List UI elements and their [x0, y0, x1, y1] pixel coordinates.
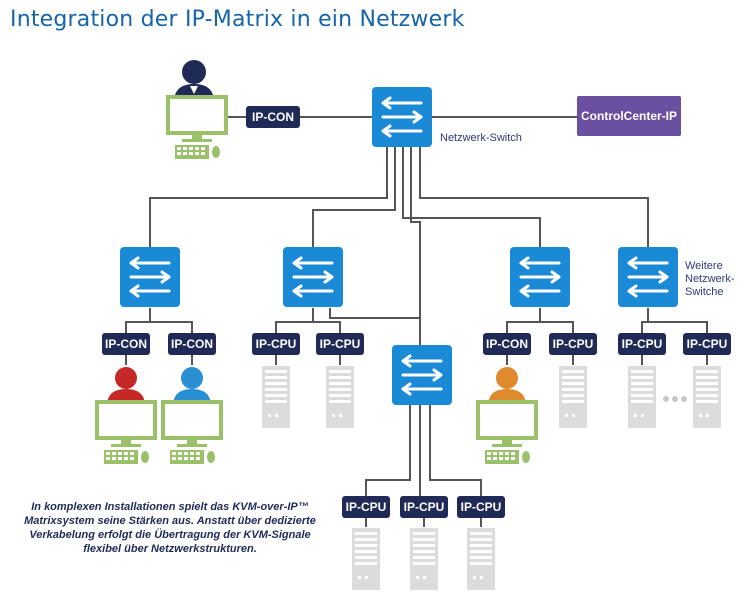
ip-cpu-label: IP-CPU: [683, 333, 731, 355]
server-icon: [410, 528, 438, 590]
more-dots-icon: [663, 396, 687, 402]
switch-5: [618, 247, 678, 307]
server-icon: [262, 366, 290, 428]
workstation-icon-top: [166, 95, 228, 161]
switch-4: [510, 247, 570, 307]
main-switch-label: Netzwerk-Switch: [440, 132, 522, 144]
ip-cpu-label: IP-CPU: [316, 333, 364, 355]
workstation-icon-blue: [161, 400, 223, 466]
ip-con-label-top: IP-CON: [246, 106, 300, 128]
server-icon: [628, 366, 656, 428]
server-icon: [559, 366, 587, 428]
server-icon: [467, 528, 495, 590]
switch-1: [120, 247, 180, 307]
ip-cpu-label: IP-CPU: [400, 496, 448, 518]
switch-2: [283, 247, 343, 307]
ip-cpu-label: IP-CPU: [618, 333, 666, 355]
caption-text: In komplexen Installationen spielt das K…: [24, 501, 316, 555]
switch-3: [392, 345, 452, 405]
further-switches-label: Weitere Netzwerk-Switche: [685, 260, 735, 298]
ip-con-label: IP-CON: [168, 333, 216, 355]
server-icon: [352, 528, 380, 590]
ip-con-label: IP-CON: [483, 333, 531, 355]
ip-cpu-label: IP-CPU: [252, 333, 300, 355]
ip-cpu-label: IP-CPU: [342, 496, 390, 518]
switch-main: [372, 87, 432, 147]
ip-cpu-label: IP-CPU: [549, 333, 597, 355]
control-center-box: ControlCenter-IP: [577, 96, 681, 136]
workstation-icon-red: [95, 400, 157, 466]
workstation-icon-orange: [476, 400, 538, 466]
page-title: Integration der IP-Matrix in ein Netzwer…: [10, 7, 465, 32]
server-icon: [326, 366, 354, 428]
ip-cpu-label: IP-CPU: [457, 496, 505, 518]
server-icon: [693, 366, 721, 428]
ip-con-label: IP-CON: [102, 333, 150, 355]
connection-lines: [125, 116, 708, 527]
